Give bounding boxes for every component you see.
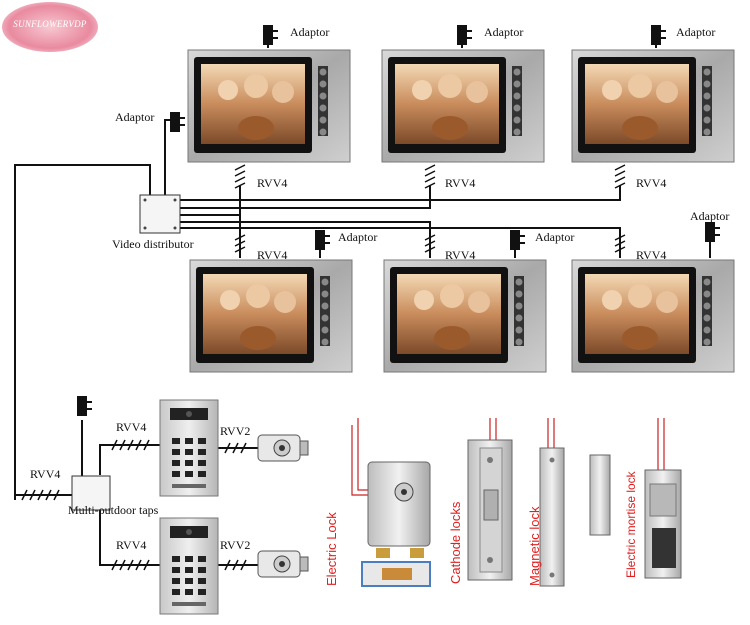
cathode-lock-body — [467, 439, 513, 581]
video-distributor-label: Video distributor — [112, 237, 194, 251]
rvv4-label: RVV4 — [445, 176, 476, 190]
rvv4-label: RVV4 — [445, 248, 476, 262]
rvv4-label: RVV4 — [636, 176, 667, 190]
rvv4-label: RVV4 — [257, 248, 288, 262]
magnetic-lock-label: Magnetic lock — [527, 506, 542, 586]
rvv4-label: RVV4 — [257, 176, 288, 190]
cathode-locks-label: Cathode locks — [448, 501, 463, 584]
lock-products — [361, 439, 682, 587]
adaptor-label: Adaptor — [115, 110, 155, 124]
unit-locks — [257, 434, 309, 578]
rvv2-label: RVV2 — [220, 538, 251, 552]
rvv4-label: RVV4 — [116, 538, 147, 552]
monitors — [187, 49, 735, 373]
adaptor-label: Adaptor — [290, 25, 330, 39]
outdoor-stations — [159, 399, 219, 615]
brand-logo-text: SUNFLOWERVDP — [13, 19, 87, 29]
adaptor-label: Adaptor — [535, 230, 575, 244]
multi-outdoor-taps-label: Multi-outdoor taps — [68, 503, 159, 517]
outdoor-taps-box — [71, 475, 111, 511]
distributor-box — [139, 194, 181, 234]
lock-wires — [351, 418, 665, 496]
rvv4-label: RVV4 — [116, 420, 147, 434]
electric-mortise-lock-label: Electric mortise lock — [624, 471, 638, 578]
rvv4-label: RVV4 — [30, 467, 61, 481]
magnetic-lock-body — [539, 447, 611, 587]
brand-logo: SUNFLOWERVDP — [2, 2, 98, 52]
rvv2-label: RVV2 — [220, 424, 251, 438]
adaptor-label: Adaptor — [690, 209, 730, 223]
electric-lock-label: Electric Lock — [324, 512, 339, 586]
rvv4-label: RVV4 — [636, 248, 667, 262]
mortise-lock-body — [644, 469, 682, 579]
cable-hatches — [21, 164, 626, 571]
adaptor-label: Adaptor — [338, 230, 378, 244]
electric-lock-body — [361, 461, 431, 587]
adaptor-label: Adaptor — [676, 25, 716, 39]
adaptor-label: Adaptor — [484, 25, 524, 39]
